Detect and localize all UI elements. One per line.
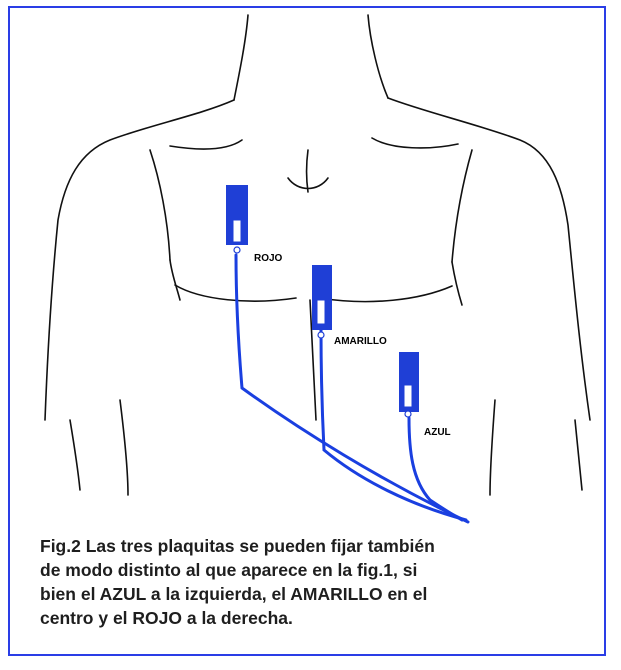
caption-line: Fig.2 Las tres plaquitas se pueden fijar… bbox=[40, 534, 600, 558]
label-amarillo: AMARILLO bbox=[334, 336, 387, 347]
electrode-red bbox=[226, 185, 248, 253]
label-azul: AZUL bbox=[424, 427, 451, 438]
torso-outline bbox=[45, 15, 590, 495]
electrode-blue bbox=[399, 352, 419, 417]
caption-line: centro y el ROJO a la derecha. bbox=[40, 606, 600, 630]
electrode-yellow bbox=[312, 265, 332, 338]
caption-line: de modo distinto al que aparece en la fi… bbox=[40, 558, 600, 582]
electrode-cables bbox=[236, 255, 468, 522]
label-rojo: ROJO bbox=[254, 253, 283, 264]
figure-caption: Fig.2 Las tres plaquitas se pueden fijar… bbox=[40, 534, 600, 630]
caption-line: bien el AZUL a la izquierda, el AMARILLO… bbox=[40, 582, 600, 606]
